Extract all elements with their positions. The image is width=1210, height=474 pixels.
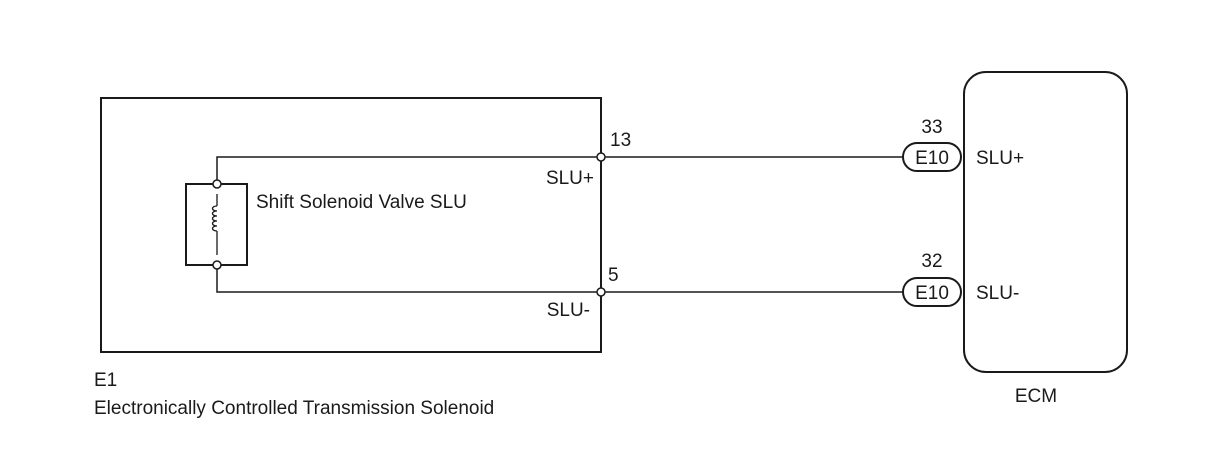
- ecm-connector-top: [902, 142, 962, 172]
- pin-13-label: 13: [610, 130, 631, 151]
- solenoid-wire-top: [216, 156, 601, 184]
- terminal-13-dot: [596, 152, 606, 162]
- ecm-connector-bottom: [902, 277, 962, 307]
- connector-bottom-code: E10: [915, 283, 949, 304]
- pin-5-label: 5: [608, 265, 619, 286]
- e1-component-box: [100, 97, 602, 353]
- ecm-pin-slu-minus: SLU-: [976, 283, 1019, 304]
- solenoid-coil-icon: [185, 179, 248, 270]
- component-name: Electronically Controlled Transmission S…: [94, 398, 494, 419]
- terminal-5-dot: [596, 287, 606, 297]
- pin-slu-minus-label: SLU-: [547, 300, 590, 321]
- component-code: E1: [94, 370, 117, 391]
- ecm-label: ECM: [1015, 386, 1057, 407]
- solenoid-wire-bottom: [216, 265, 601, 293]
- ecm-box: [963, 71, 1128, 373]
- connector-top-pin: 33: [921, 117, 942, 138]
- pin-slu-plus-label: SLU+: [546, 168, 594, 189]
- connector-top-code: E10: [915, 148, 949, 169]
- solenoid-label: Shift Solenoid Valve SLU: [256, 192, 467, 213]
- ecm-pin-slu-plus: SLU+: [976, 148, 1024, 169]
- connector-bottom-pin: 32: [921, 251, 942, 272]
